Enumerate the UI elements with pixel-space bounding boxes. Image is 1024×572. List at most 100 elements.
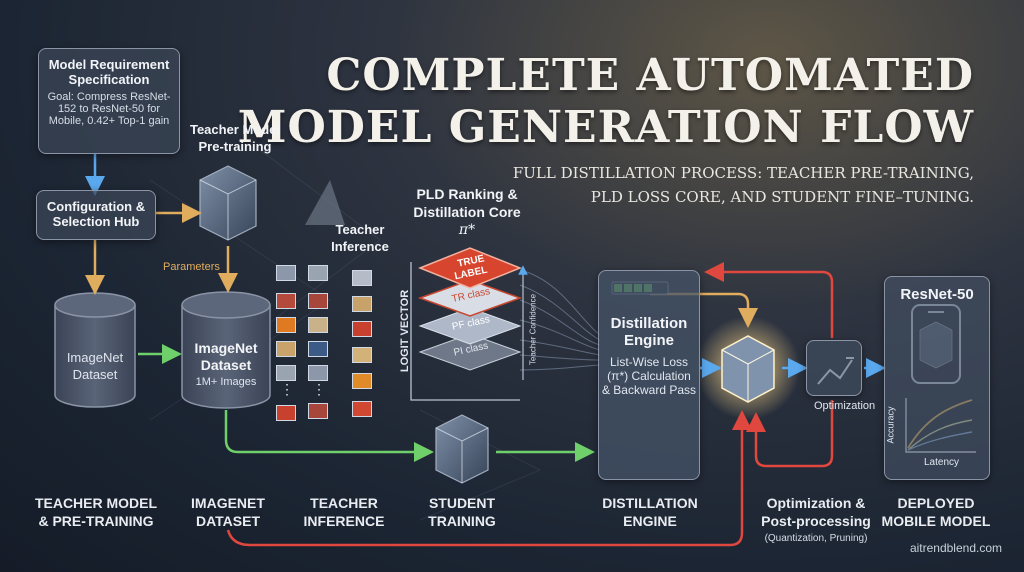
stage-inference: TEACHER INFERENCE bbox=[296, 494, 392, 530]
stage-imagenet: IMAGENET DATASET bbox=[180, 494, 276, 530]
student-cube bbox=[435, 414, 489, 484]
thumb-dots: ⋮ bbox=[280, 381, 294, 397]
spec-goal-line1: Goal: Compress ResNet- bbox=[47, 91, 171, 103]
pld-cards bbox=[417, 247, 523, 371]
parameters-label: Parameters bbox=[163, 261, 220, 273]
engine-title-line2: Engine bbox=[623, 332, 674, 349]
accuracy-axis-label: Accuracy bbox=[885, 406, 896, 444]
thumb-car-red bbox=[276, 293, 296, 309]
thumb-oranges bbox=[352, 373, 372, 389]
thumb-apple bbox=[352, 321, 372, 337]
distillation-engine-box: Distillation Engine List-Wise Loss (π*) … bbox=[598, 270, 700, 480]
logit-vector-label: LOGIT VECTOR bbox=[399, 289, 411, 373]
thumb-apple bbox=[352, 401, 372, 417]
thumb-car bbox=[276, 265, 296, 281]
subtitle-line2: PLD LOSS CORE, AND STUDENT FINE–TUNING. bbox=[590, 188, 974, 206]
stage-deployed-line2: MOBILE MODEL bbox=[881, 513, 991, 529]
arrow-dataset-to-student bbox=[224, 410, 434, 462]
thumb-car bbox=[352, 270, 372, 286]
thumb-dog bbox=[308, 317, 328, 333]
stage-optimization: Optimization & Post-processing (Quantiza… bbox=[746, 494, 886, 548]
spec-box: Model Requirement Specification Goal: Co… bbox=[38, 48, 180, 154]
pld-fan-lines bbox=[519, 269, 601, 371]
watermark: aitrendblend.com bbox=[909, 541, 1002, 555]
thumb-dog bbox=[352, 347, 372, 363]
thumb-dots: ⋮ bbox=[312, 381, 326, 397]
imagenet-cylinder bbox=[54, 292, 136, 408]
engine-desc3: & Backward Pass bbox=[601, 383, 697, 397]
config-hub-line1: Configuration & bbox=[46, 199, 146, 214]
dataset-label-line3: 1M+ Images bbox=[195, 376, 257, 388]
thumb-dog bbox=[352, 296, 372, 312]
inference-label-line2: Inference bbox=[331, 239, 389, 254]
thumb-car bbox=[308, 365, 328, 381]
thumb-car-blue bbox=[308, 341, 328, 357]
stage-student-line1: STUDENT bbox=[428, 495, 496, 511]
dataset-label-line1: ImageNet bbox=[194, 340, 258, 356]
engine-desc2: (π*) Calculation bbox=[607, 369, 691, 383]
spec-goal-line2: 152 to ResNet-50 for bbox=[57, 103, 161, 115]
inference-thumbnails: ⋮ ⋮ bbox=[276, 265, 376, 425]
teacher-model-label-line1: Teacher Model bbox=[189, 122, 281, 137]
arrow-opt-feedback-red-top bbox=[704, 262, 834, 338]
stage-teacher-model: TEACHER MODEL & PRE-TRAINING bbox=[30, 494, 162, 530]
thumb-car bbox=[276, 365, 296, 381]
main-title-line1: COMPLETE AUTOMATED bbox=[326, 50, 974, 101]
stage-optimization-line1: Optimization & bbox=[766, 495, 866, 511]
stage-teacher-line1: TEACHER MODEL bbox=[34, 495, 158, 511]
stage-inference-line2: INFERENCE bbox=[303, 513, 385, 529]
latency-axis-label: Latency bbox=[924, 457, 960, 468]
arrow-opt-feedback-red-mid bbox=[746, 400, 834, 468]
deployed-model-name: ResNet-50 bbox=[900, 286, 974, 303]
thumb-orange bbox=[276, 317, 296, 333]
teacher-cube bbox=[199, 165, 257, 241]
config-hub-box: Configuration & Selection Hub bbox=[36, 190, 156, 240]
stage-inference-line1: TEACHER bbox=[310, 495, 378, 511]
arrow-engine-feedback-orange bbox=[650, 292, 758, 328]
inference-cone bbox=[305, 180, 345, 225]
stage-optimization-line3: (Quantization, Pruning) bbox=[764, 533, 868, 544]
spec-title-line2: Specification bbox=[68, 72, 150, 87]
deployed-model-box: ResNet-50 bbox=[884, 276, 990, 480]
pld-card-2 bbox=[417, 279, 523, 317]
optimization-label: Optimization bbox=[814, 400, 876, 412]
arrow-bottom-red-loop bbox=[226, 410, 752, 547]
thumb-car-red bbox=[308, 293, 328, 309]
main-title-line2: MODEL GENERATION FLOW bbox=[237, 102, 974, 153]
stage-optimization-line2: Post-processing bbox=[761, 513, 871, 529]
inference-label-line1: Teacher bbox=[335, 222, 385, 237]
hub-cube bbox=[721, 335, 775, 403]
stage-distillation: DISTILLATION ENGINE bbox=[588, 494, 712, 530]
pld-title-line2: Distillation Core bbox=[413, 204, 521, 220]
subtitle-line1: FULL DISTILLATION PROCESS: TEACHER PRE-T… bbox=[512, 164, 974, 182]
pld-pi: π* bbox=[458, 222, 476, 238]
stage-teacher-line2: & PRE-TRAINING bbox=[38, 513, 154, 529]
dataset-label-line2: Dataset bbox=[200, 357, 252, 373]
thumb-dog bbox=[276, 341, 296, 357]
pld-card-3 bbox=[418, 307, 522, 345]
thumb-apple bbox=[276, 405, 296, 421]
imagenet-label-line1: ImageNet bbox=[66, 350, 124, 365]
teacher-confidence-label: Teacher Confidence bbox=[528, 293, 538, 366]
teacher-model-label-line2: Pre-training bbox=[198, 139, 272, 154]
stage-deployed: DEPLOYED MOBILE MODEL bbox=[878, 494, 994, 530]
stage-student-line2: TRAINING bbox=[428, 513, 496, 529]
spec-goal-line3: Mobile, 0.42+ Top-1 gain bbox=[48, 115, 170, 127]
stage-student: STUDENT TRAINING bbox=[414, 494, 510, 530]
pld-title-line1: PLD Ranking & bbox=[416, 186, 518, 202]
imagenet-label-line2: Dataset bbox=[72, 367, 118, 382]
config-hub-line2: Selection Hub bbox=[52, 214, 140, 229]
thumb-car bbox=[308, 265, 328, 281]
engine-title-line1: Distillation bbox=[610, 315, 688, 332]
pld-card4-line1: PI bbox=[452, 345, 465, 359]
stage-deployed-line1: DEPLOYED bbox=[897, 495, 975, 511]
stage-imagenet-line1: IMAGENET bbox=[191, 495, 265, 511]
optimization-box bbox=[806, 340, 862, 396]
stage-distillation-line2: ENGINE bbox=[623, 513, 677, 529]
stage-distillation-line1: DISTILLATION bbox=[602, 495, 698, 511]
pld-card-1 bbox=[417, 247, 523, 289]
pld-card-4 bbox=[418, 333, 522, 371]
engine-desc1: List-Wise Loss bbox=[609, 355, 689, 369]
stage-imagenet-line2: DATASET bbox=[195, 513, 261, 529]
